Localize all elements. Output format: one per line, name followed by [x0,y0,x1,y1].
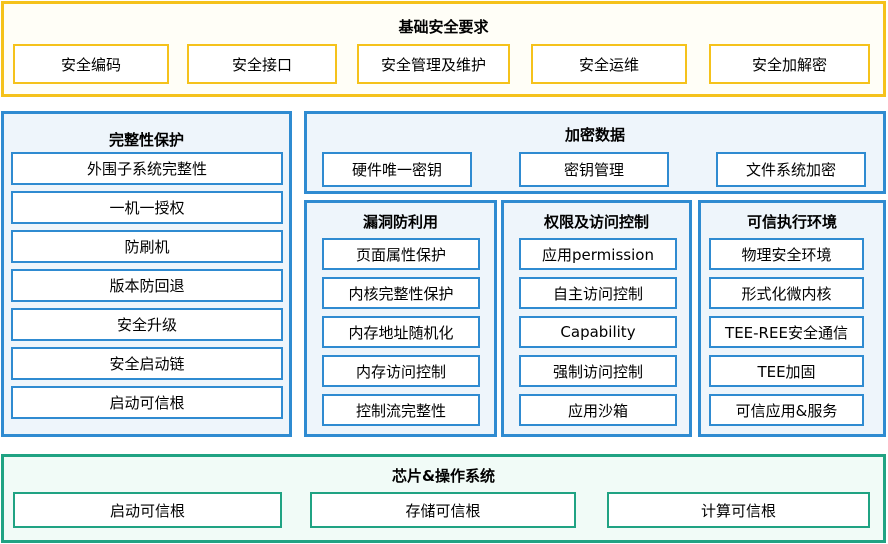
integrity-item: 一机一授权 [11,191,283,224]
chip-os-panel: 芯片&操作系统 启动可信根 存储可信根 计算可信根 [1,454,886,543]
access-control-title: 权限及访问控制 [543,213,649,231]
basic-security-item: 安全编码 [13,44,169,84]
vulnerability-item: 页面属性保护 [322,238,480,270]
basic-security-item: 安全接口 [187,44,337,84]
trusted-env-item: 可信应用&服务 [709,394,864,426]
trusted-env-item: 形式化微内核 [709,277,864,309]
trusted-env-item: TEE-REE安全通信 [709,316,864,348]
integrity-item: 版本防回退 [11,269,283,302]
vulnerability-item: 内存地址随机化 [322,316,480,348]
vulnerability-defense-panel: 漏洞防利用 页面属性保护 内核完整性保护 内存地址随机化 内存访问控制 控制流完… [304,200,497,437]
chip-os-item: 启动可信根 [13,492,282,528]
trusted-env-panel: 可信执行环境 物理安全环境 形式化微内核 TEE-REE安全通信 TEE加固 可… [698,200,886,437]
trusted-env-title: 可信执行环境 [746,213,837,231]
integrity-item: 外围子系统完整性 [11,152,283,185]
vulnerability-item: 内存访问控制 [322,355,480,387]
vulnerability-item: 内核完整性保护 [322,277,480,309]
basic-security-item: 安全运维 [531,44,687,84]
chip-os-title: 芯片&操作系统 [391,467,496,485]
access-control-item: 强制访问控制 [519,355,677,387]
encrypted-data-item: 文件系统加密 [716,152,866,187]
chip-os-item: 计算可信根 [607,492,870,528]
basic-security-panel: 基础安全要求 安全编码 安全接口 安全管理及维护 安全运维 安全加解密 [1,1,886,97]
encrypted-data-item: 硬件唯一密钥 [322,152,472,187]
vulnerability-item: 控制流完整性 [322,394,480,426]
basic-security-item: 安全加解密 [709,44,870,84]
access-control-item: 自主访问控制 [519,277,677,309]
basic-security-title: 基础安全要求 [398,18,489,36]
integrity-protection-panel: 完整性保护 外围子系统完整性 一机一授权 防刷机 版本防回退 安全升级 安全启动… [1,111,292,437]
access-control-item: Capability [519,316,677,348]
integrity-item: 防刷机 [11,230,283,263]
chip-os-item: 存储可信根 [310,492,576,528]
basic-security-item: 安全管理及维护 [357,44,510,84]
vulnerability-defense-title: 漏洞防利用 [362,213,438,231]
encrypted-data-panel: 加密数据 硬件唯一密钥 密钥管理 文件系统加密 [304,111,886,194]
encrypted-data-item: 密钥管理 [519,152,669,187]
trusted-env-item: TEE加固 [709,355,864,387]
access-control-item: 应用沙箱 [519,394,677,426]
access-control-panel: 权限及访问控制 应用permission 自主访问控制 Capability 强… [501,200,692,437]
access-control-item: 应用permission [519,238,677,270]
integrity-item: 安全启动链 [11,347,283,380]
encrypted-data-title: 加密数据 [564,126,625,144]
integrity-item: 安全升级 [11,308,283,341]
integrity-item: 启动可信根 [11,386,283,419]
integrity-protection-title: 完整性保护 [108,131,184,149]
trusted-env-item: 物理安全环境 [709,238,864,270]
